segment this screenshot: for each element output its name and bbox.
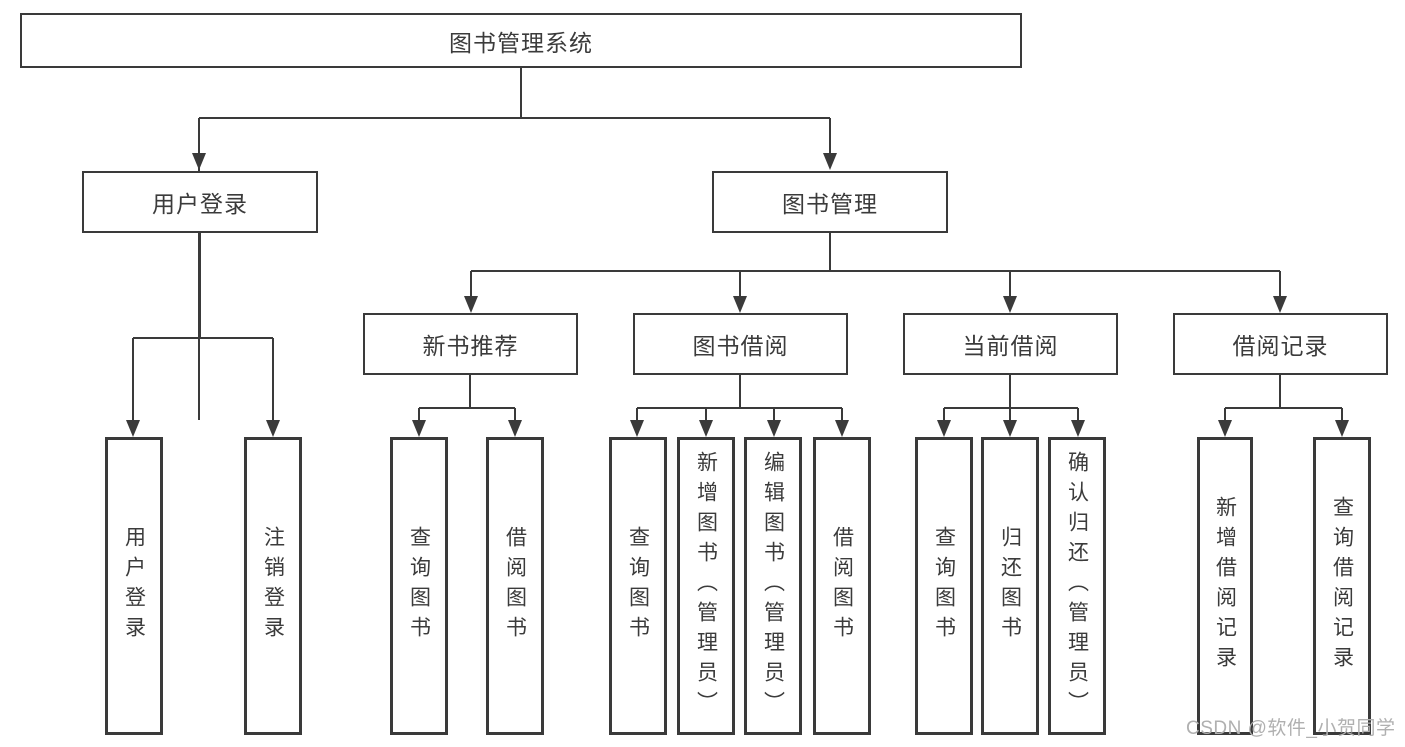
node-new-book-recommend: 新书推荐 [363, 313, 578, 375]
leaf-add-book-admin: 新增图书（管理员） [677, 437, 735, 735]
node-root-system: 图书管理系统 [20, 13, 1022, 68]
leaf-query-book-current: 查询图书 [915, 437, 973, 735]
leaf-confirm-return-admin: 确认归还（管理员） [1048, 437, 1106, 735]
leaf-query-book-borrow: 查询图书 [609, 437, 667, 735]
leaf-borrow-book: 借阅图书 [813, 437, 871, 735]
node-current-borrow: 当前借阅 [903, 313, 1118, 375]
leaf-query-borrow-record: 查询借阅记录 [1313, 437, 1371, 735]
node-user-login: 用户登录 [82, 171, 318, 233]
connector-record-to-leaves [1218, 375, 1349, 437]
leaf-query-book-recommend: 查询图书 [390, 437, 448, 735]
leaf-borrow-book-recommend: 借阅图书 [486, 437, 544, 735]
node-borrow-record: 借阅记录 [1173, 313, 1388, 375]
node-book-borrow: 图书借阅 [633, 313, 848, 375]
node-book-manage: 图书管理 [712, 171, 948, 233]
connector-borrow-to-leaves [630, 375, 849, 437]
connector-newbook-to-leaves [412, 375, 522, 437]
leaf-user-login: 用户登录 [105, 437, 163, 735]
leaf-edit-book-admin: 编辑图书（管理员） [744, 437, 802, 735]
connector-current-to-leaves [937, 375, 1085, 437]
csdn-watermark: CSDN @软件_小贺同学 [1186, 718, 1396, 739]
connector-login-to-leaves [126, 233, 280, 437]
leaf-add-borrow-record: 新增借阅记录 [1197, 437, 1253, 735]
connector-manage-to-level3 [464, 233, 1287, 313]
leaf-return-book: 归还图书 [981, 437, 1039, 735]
leaf-logout: 注销登录 [244, 437, 302, 735]
